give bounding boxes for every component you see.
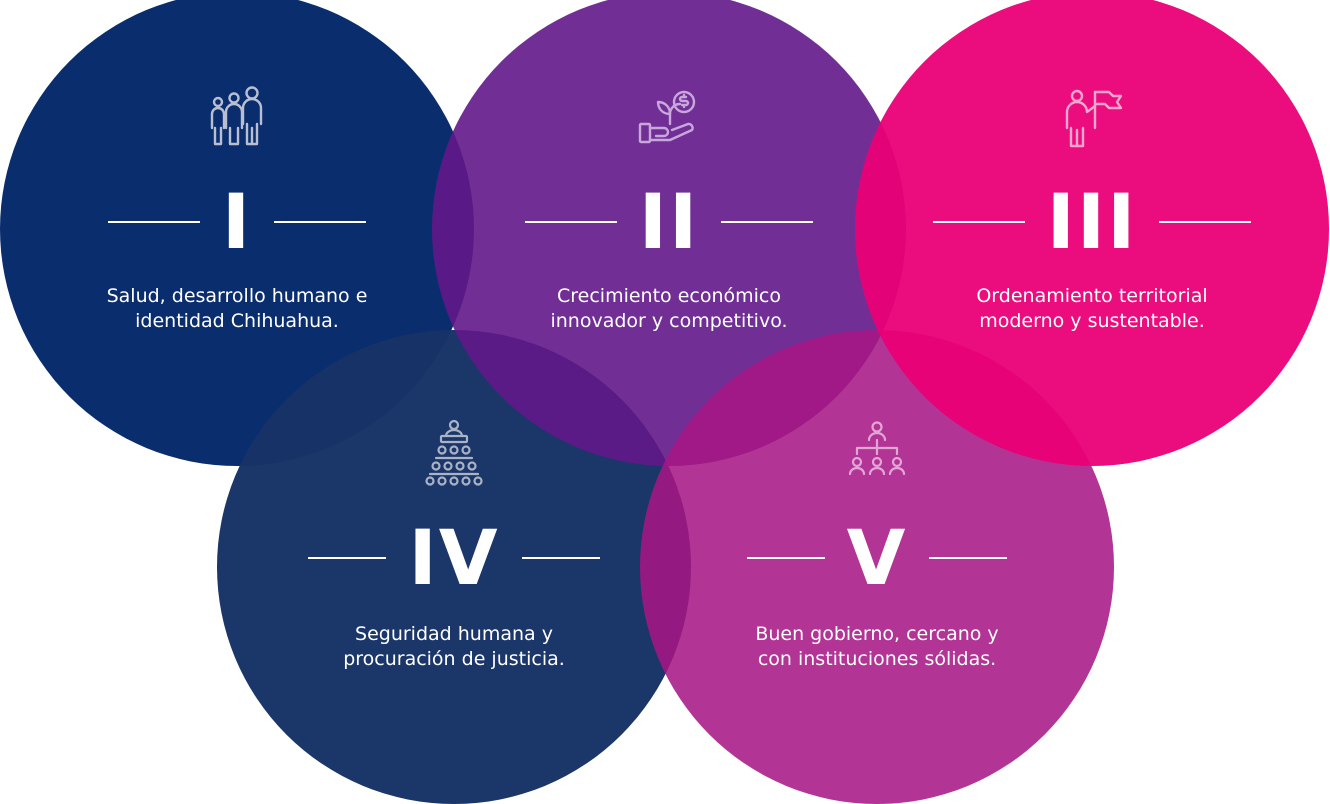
pillar-1: I Salud, desarrollo humano e identidad C… (0, 0, 474, 466)
pillar-description: Salud, desarrollo humano e identidad Chi… (106, 285, 368, 332)
org-chart-icon (842, 418, 912, 488)
right-rule (929, 557, 1008, 559)
pillar-4: IV Seguridad humana y procuración de jus… (217, 330, 691, 804)
right-rule (521, 557, 600, 559)
pillar-description: Seguridad humana y procuración de justic… (343, 623, 565, 670)
left-rule (107, 221, 200, 223)
right-rule (721, 221, 814, 223)
person-flag-icon (1057, 84, 1127, 154)
pillar-description: Ordenamiento territorial moderno y suste… (976, 285, 1208, 332)
numeral-row: IV (217, 518, 691, 598)
numeral-row: III (855, 182, 1329, 262)
pillar-description: Buen gobierno, cercano y con institucion… (755, 623, 999, 670)
family-icon (202, 84, 272, 154)
right-rule (274, 221, 367, 223)
pillar-numeral: V (846, 513, 908, 602)
pillar-numeral: II (638, 177, 700, 266)
pillar-2: II Crecimiento económico innovador y com… (432, 0, 906, 466)
pillar-5: V Buen gobierno, cercano y con instituci… (640, 330, 1114, 804)
right-rule (1159, 221, 1252, 223)
pillar-numeral: I (221, 177, 253, 266)
speaker-crowd-icon (419, 418, 489, 488)
plant-money-hand-icon (634, 84, 704, 154)
left-rule (746, 557, 825, 559)
pillar-numeral: III (1046, 177, 1138, 266)
pillar-description: Crecimiento económico innovador y compet… (550, 285, 788, 332)
numeral-row: II (432, 182, 906, 262)
pillar-3: III Ordenamiento territorial moderno y s… (855, 0, 1329, 466)
left-rule (524, 221, 617, 223)
numeral-row: V (640, 518, 1114, 598)
left-rule (308, 557, 387, 559)
left-rule (932, 221, 1025, 223)
numeral-row: I (0, 182, 474, 262)
pillar-circle-3 (855, 0, 1329, 466)
pillar-numeral: IV (408, 513, 500, 602)
